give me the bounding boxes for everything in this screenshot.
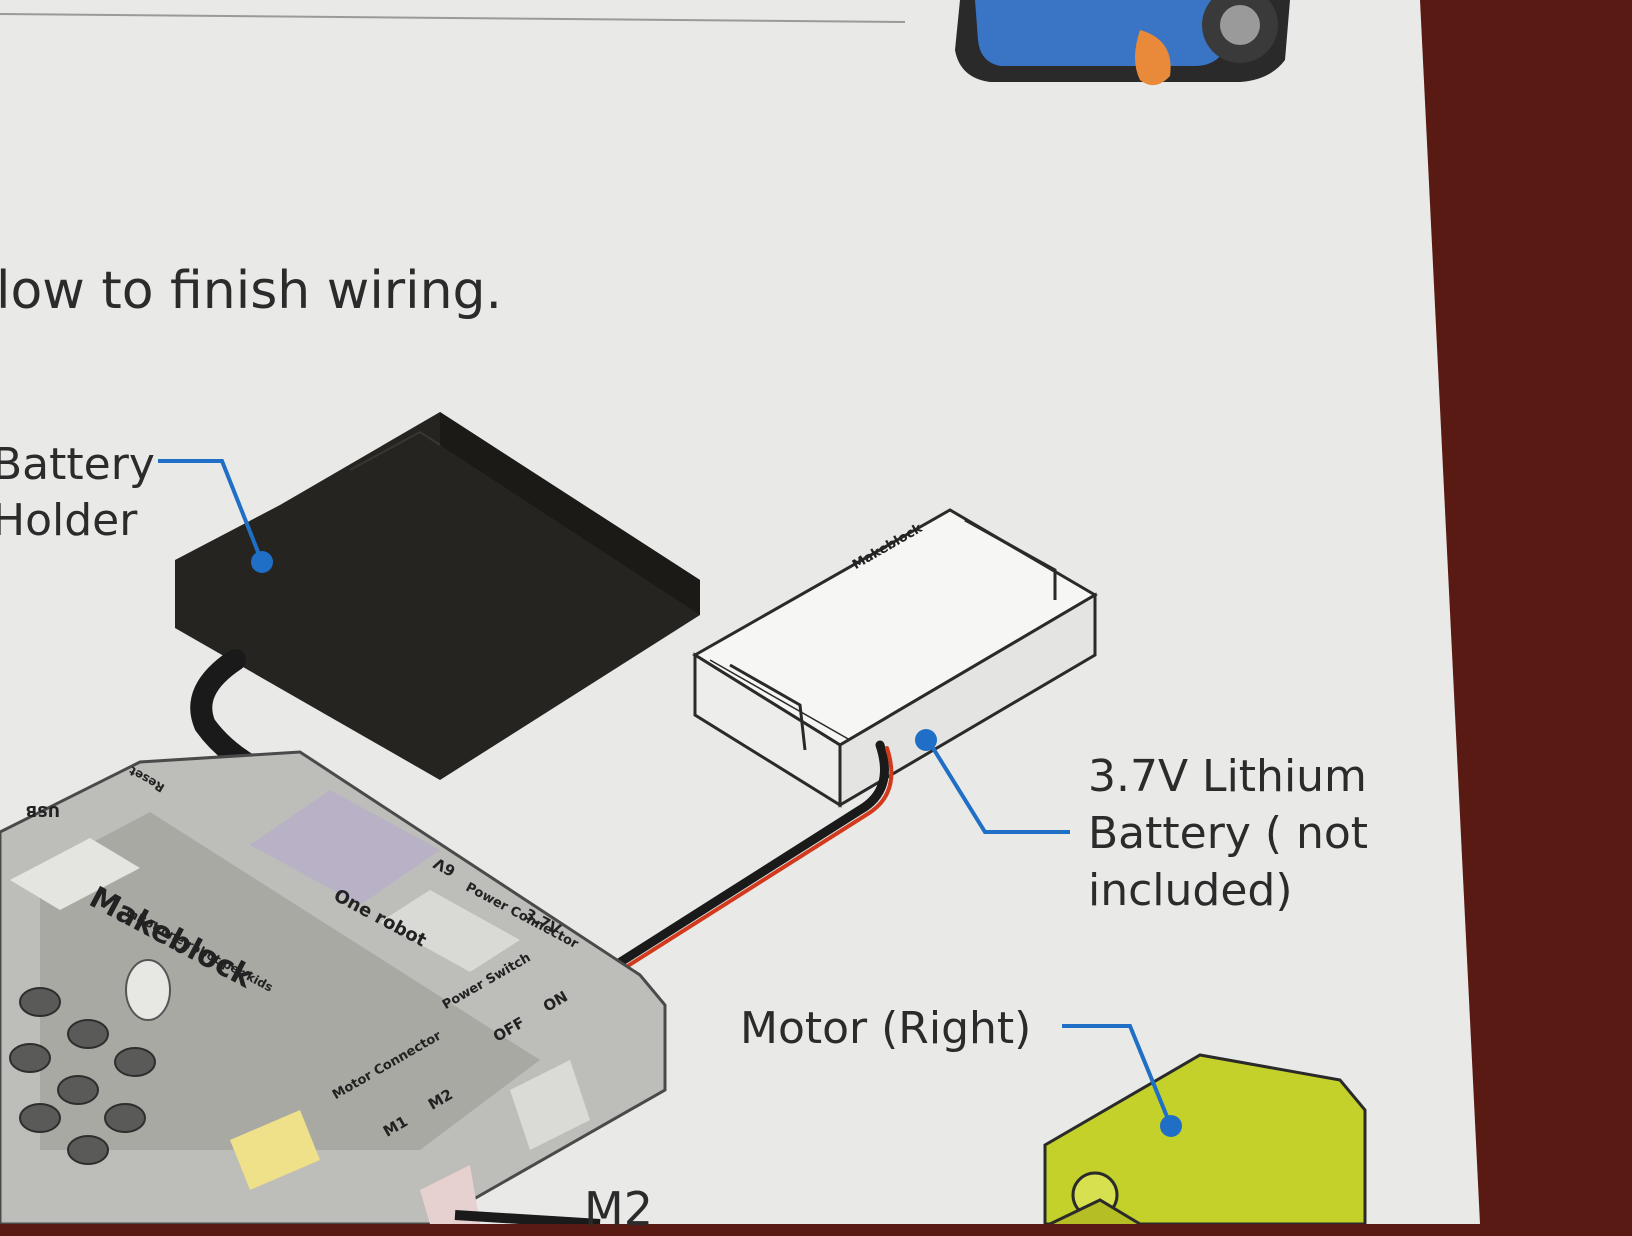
m2-cable: [454, 1210, 601, 1224]
usb-port: [10, 838, 140, 910]
lithium-battery-label: 3.7V Lithium Battery ( not included): [1088, 748, 1368, 920]
leader-dot-icon: [251, 551, 273, 573]
battery-holder-label-line1: Battery: [0, 439, 155, 490]
instruction-text: low to finish wiring.: [0, 261, 503, 321]
leader-dot-icon: [1160, 1115, 1182, 1137]
leader-dot-icon: [915, 729, 937, 751]
board-usb-print: USB: [25, 802, 60, 820]
lithium-battery: [692, 508, 1098, 808]
header-rule: [0, 13, 906, 23]
wire-black: [595, 740, 889, 980]
leader-lines: [158, 459, 1172, 1125]
chip-area: [250, 790, 440, 905]
lithium-label-line3: included): [1088, 865, 1293, 917]
power-connector: [380, 890, 520, 972]
leader-lithium: [926, 738, 1070, 834]
leader-motor-right: [1062, 1024, 1172, 1125]
robot-mascot-icon: [955, 0, 1290, 86]
leader-battery-holder: [158, 459, 264, 563]
motor-right: [1043, 1053, 1367, 1224]
m2-label: M2: [584, 1182, 653, 1236]
board-pins: [9, 987, 156, 1165]
mbot-board: [0, 750, 667, 1224]
battery-holder-label-line2: Holder: [0, 495, 138, 546]
lithium-label-line1: 3.7V Lithium: [1088, 751, 1367, 802]
power-switch: [510, 1060, 590, 1150]
battery-holder: [175, 412, 700, 780]
motor-right-label: Motor (Right): [740, 1003, 1032, 1054]
lithium-label-line2: Battery ( not: [1088, 808, 1369, 860]
wire-red: [602, 746, 894, 983]
